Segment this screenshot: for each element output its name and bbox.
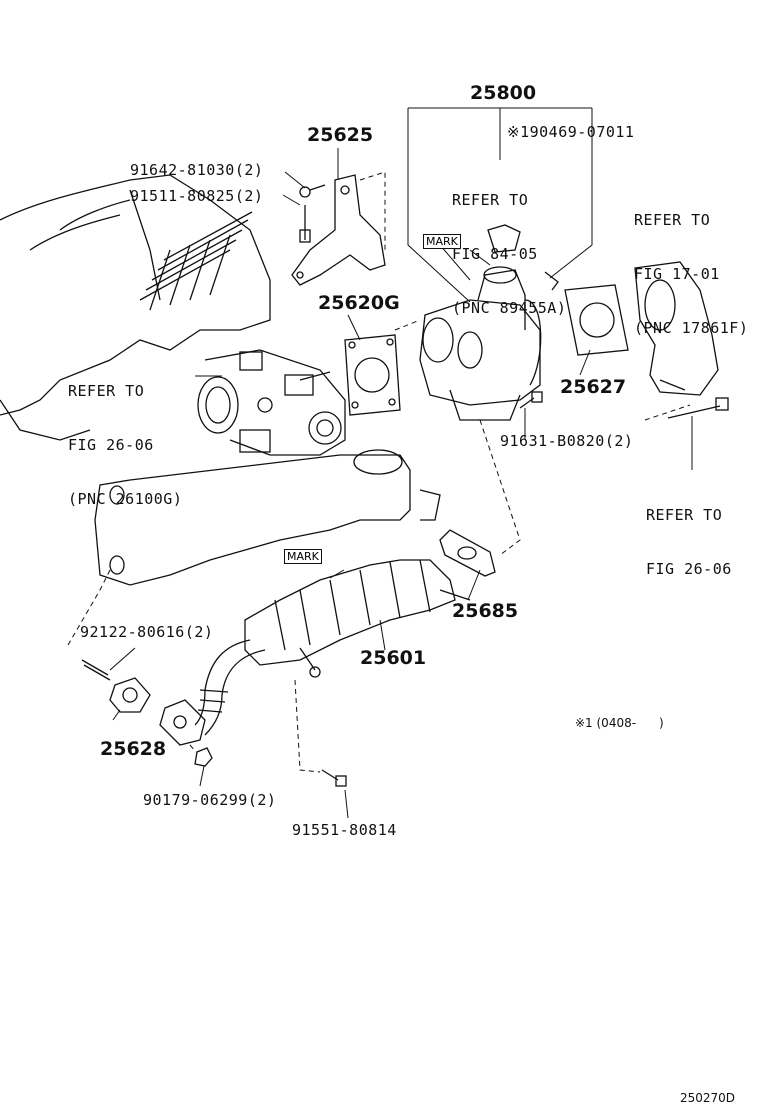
refer-manifold-line3: (PNC 17861F): [634, 319, 749, 337]
refer-throttle-line3: (PNC 26100G): [68, 490, 183, 508]
label-bolt-91631: 91631-B0820(2): [500, 432, 634, 450]
part-number-25620G: 25620G: [318, 292, 400, 314]
footnote-applicability: ※1 (0408- ): [575, 716, 664, 730]
egr-cooler-illustration: [244, 559, 471, 678]
gasket-25685-illustration: [439, 529, 496, 577]
part-number-25800: 25800: [470, 82, 537, 104]
mark-box-cooler: MARK: [284, 549, 322, 564]
refer-throttle-line1: REFER TO: [68, 382, 145, 400]
part-number-25625: 25625: [307, 124, 374, 146]
refer-sensor-line2: FIG 84-05: [452, 245, 538, 263]
refer-bolt-line1: REFER TO: [646, 506, 723, 524]
gasket-25628-illustration: [109, 677, 151, 713]
exhaust-pipe-illustration: [634, 261, 719, 396]
refer-sensor-block: REFER TO FIG 84-05 (PNC 89455A): [452, 155, 566, 353]
stud-illustration: [81, 659, 111, 681]
leader-lines: [109, 107, 693, 819]
label-bolt-91551: 91551-80814: [292, 821, 397, 839]
part-number-25601: 25601: [360, 647, 427, 669]
diagram-id: 250270D: [680, 1091, 736, 1105]
refer-manifold-line1: REFER TO: [634, 211, 711, 229]
mark-box-valve: MARK: [423, 234, 461, 249]
refer-throttle-block: REFER TO FIG 26-06 (PNC 26100G): [68, 346, 182, 544]
refer-manifold-line2: FIG 17-01: [634, 265, 720, 283]
part-number-25685: 25685: [452, 600, 519, 622]
label-stud-92122: 92122-80616(2): [80, 623, 214, 641]
part-number-25627: 25627: [560, 376, 627, 398]
label-bolt-91642: 91642-81030(2): [130, 161, 264, 179]
bolts-91631-illustration: [519, 391, 543, 409]
label-sensor-190469: ※190469-07011: [507, 123, 635, 141]
refer-sensor-line1: REFER TO: [452, 191, 529, 209]
bracket-illustration: [291, 174, 386, 286]
intake-manifold-illustration: [94, 449, 441, 586]
label-nut-90179: 90179-06299(2): [143, 791, 277, 809]
refer-manifold-block: REFER TO FIG 17-01 (PNC 17861F): [634, 175, 748, 373]
label-bolt-91511: 91511-80825(2): [130, 187, 264, 205]
gasket-25620G-illustration: [344, 334, 401, 416]
nut-illustration: [194, 747, 213, 767]
bolt-91551-illustration: [321, 769, 347, 787]
dashed-alignment-lines: [67, 171, 691, 773]
long-bolt-illustration: [667, 397, 729, 419]
part-number-25628: 25628: [100, 738, 167, 760]
refer-bolt-block: REFER TO FIG 26-06: [646, 470, 732, 614]
refer-bolt-line2: FIG 26-06: [646, 560, 732, 578]
bolts-upper-illustration: [299, 186, 311, 243]
gasket-25627-illustration: [564, 284, 629, 356]
cooler-pipe-illustration: [159, 639, 266, 746]
refer-sensor-line3: (PNC 89455A): [452, 299, 567, 317]
refer-throttle-line2: FIG 26-06: [68, 436, 154, 454]
egr-valve-illustration: [419, 224, 559, 421]
throttle-body-illustration: [197, 349, 346, 456]
engine-cover-illustration: [0, 174, 271, 441]
